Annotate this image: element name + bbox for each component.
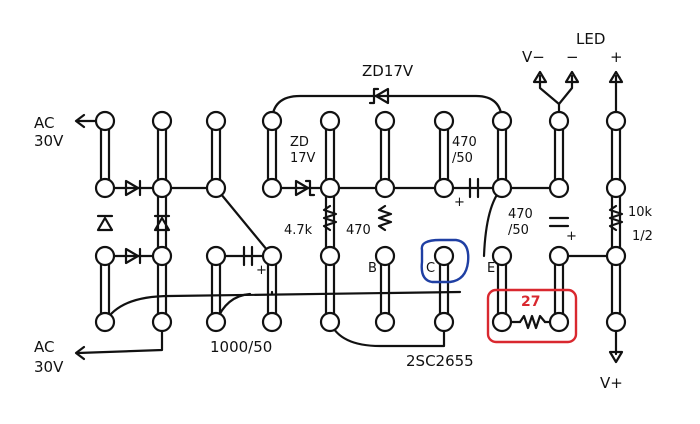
ac-top-label-1: AC — [34, 114, 54, 132]
ac-bottom-label-1: AC — [34, 338, 54, 356]
v-plus-label: V+ — [600, 374, 623, 392]
resistor-27 — [518, 314, 547, 330]
capacitor-1000uf — [242, 245, 254, 267]
cap-470-right-plus: + — [566, 229, 577, 244]
strip-tracks — [99, 118, 622, 324]
resistor-27-label: 27 — [521, 294, 540, 310]
zener-small-label-2: 17V — [290, 151, 316, 166]
resistor-10k — [608, 204, 624, 232]
ac-bottom-label-2: 30V — [34, 358, 64, 376]
arrows — [74, 70, 624, 364]
minus-label: − — [566, 48, 579, 66]
collector-highlight — [420, 238, 470, 284]
pin-e-label: E — [487, 261, 495, 276]
pin-c-label: C — [426, 261, 435, 276]
resistor-27-highlight — [486, 288, 578, 344]
zener-top-label: ZD17V — [362, 62, 414, 80]
cap-1000-plus: + — [256, 263, 267, 278]
cap-470-top-label-1: 470 — [452, 135, 477, 150]
cap-470-top-plus: + — [454, 195, 465, 210]
zener-diode-small — [294, 179, 316, 197]
nodes — [94, 110, 627, 333]
resistor-10k-label-1: 10k — [628, 205, 653, 220]
resistor-470-label: 470 — [346, 223, 371, 238]
resistor-10k-label-2: 1/2 — [632, 229, 653, 244]
zener-diode-top — [368, 87, 390, 105]
rectifier-diodes — [96, 179, 171, 265]
cap-1000-label: 1000/50 — [210, 338, 272, 356]
zener-small-label-1: ZD — [290, 135, 309, 150]
transistor-label: 2SC2655 — [406, 352, 474, 370]
cap-470-right-label-1: 470 — [508, 207, 533, 222]
cap-470-top-label-2: /50 — [452, 151, 473, 166]
v-minus-label: V− — [522, 48, 545, 66]
capacitor-470-top — [468, 177, 480, 199]
resistor-4k7-label: 4.7k — [284, 223, 313, 238]
led-label: LED — [576, 30, 605, 48]
plus-label: + — [610, 48, 623, 66]
capacitor-470-right — [548, 216, 570, 228]
cap-470-right-label-2: /50 — [508, 223, 529, 238]
pin-b-label: B — [368, 261, 377, 276]
resistor-470 — [377, 204, 393, 232]
resistor-4k7 — [322, 204, 338, 232]
ac-top-label-2: 30V — [34, 132, 64, 150]
